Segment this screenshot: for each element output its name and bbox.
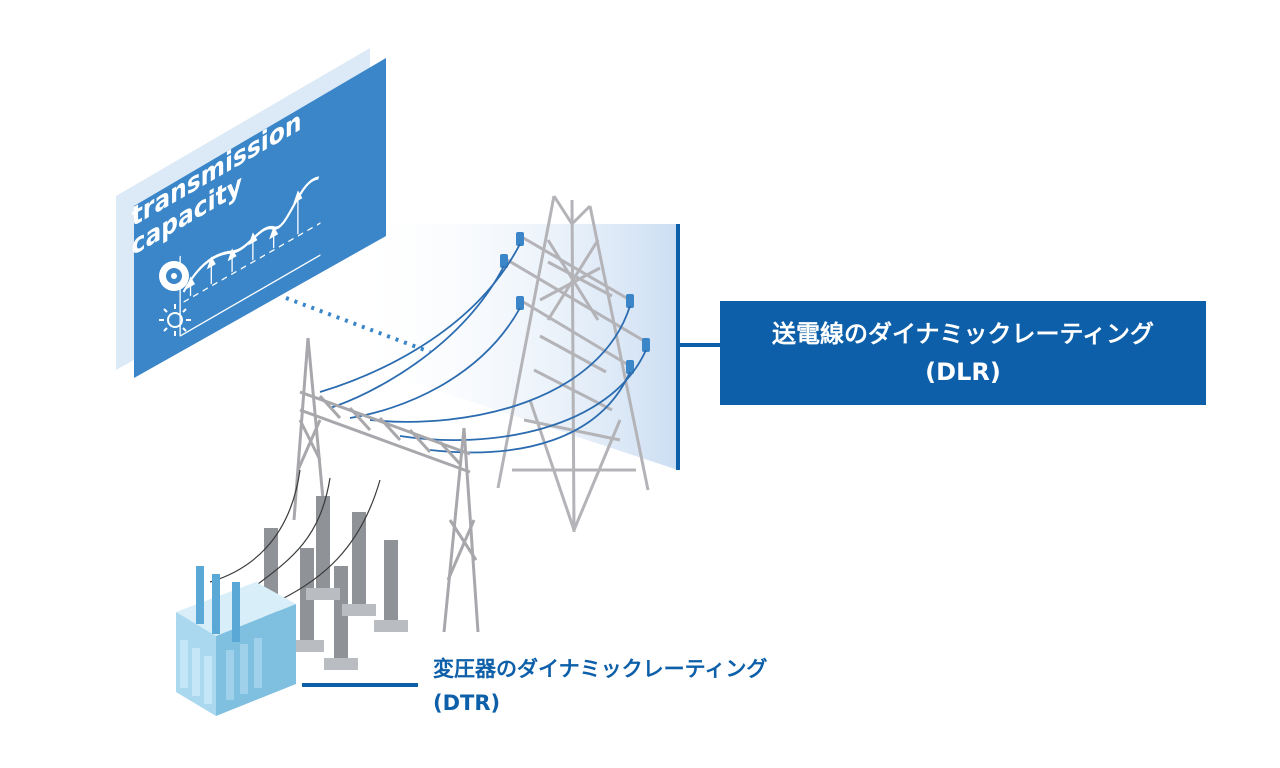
far-transmission-tower <box>496 195 650 533</box>
dlr-label-box: 送電線のダイナミックレーティング (DLR) <box>720 301 1206 405</box>
dtr-label-line2: (DTR) <box>433 691 501 715</box>
power-transformer <box>176 566 296 716</box>
transmission-conductors <box>319 243 647 454</box>
dlr-label-line1: 送電線のダイナミックレーティング <box>771 320 1155 348</box>
dtr-label-line1: 変圧器のダイナミックレーティング <box>433 657 768 681</box>
substation-gantry <box>292 337 480 633</box>
panel-chart-x-axis <box>180 254 321 337</box>
dtr-label: 変圧器のダイナミックレーティング (DTR) <box>433 652 873 720</box>
dlr-label-line2: (DLR) <box>925 358 1001 386</box>
drop-wires <box>209 469 381 601</box>
line-sensors <box>500 232 650 374</box>
panel-chart-baseline <box>183 222 321 303</box>
sun-icon <box>159 304 191 336</box>
panel-capacity-arrows <box>186 190 303 297</box>
panel-dotted-link <box>285 296 431 354</box>
panel-face <box>134 58 386 378</box>
weather-sensor-icon <box>159 261 189 291</box>
